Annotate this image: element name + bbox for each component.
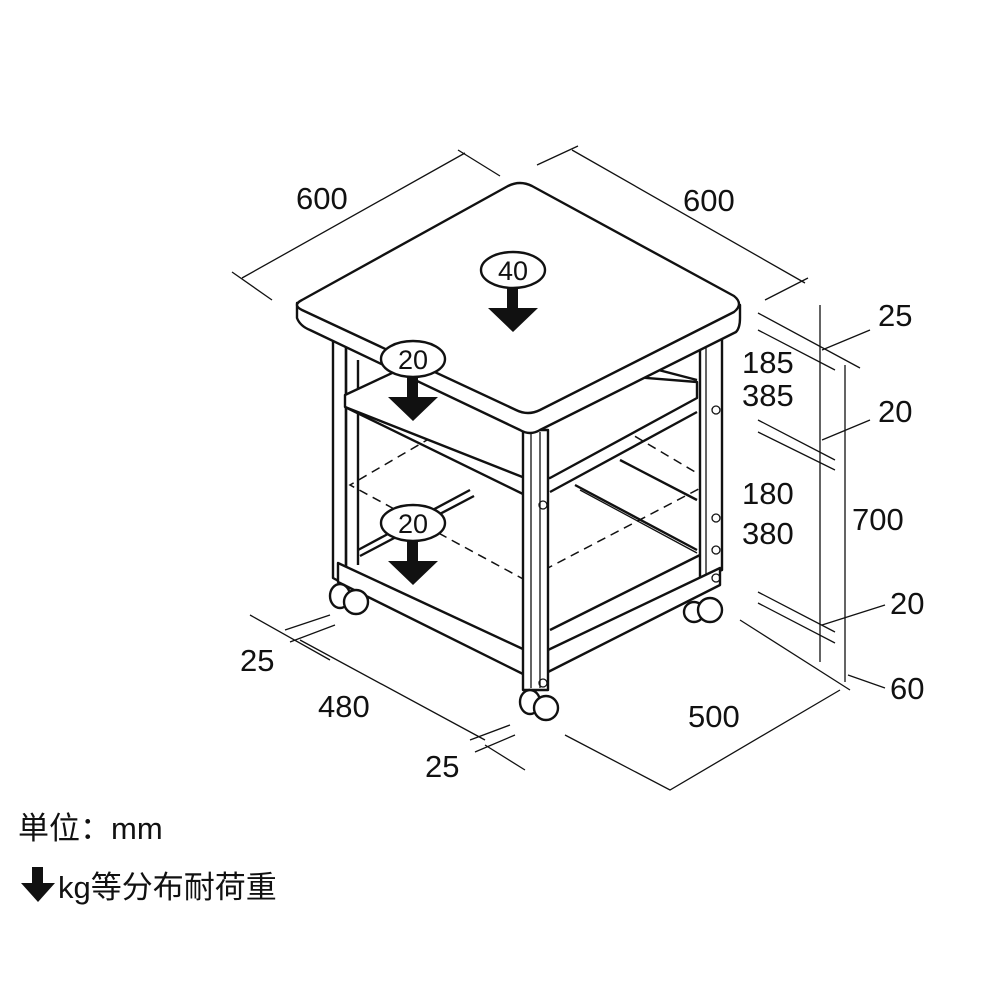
svg-text:40: 40 [498, 256, 528, 286]
unit-note: 単位：mm [18, 811, 163, 846]
dim-top-width: 600 [296, 181, 348, 216]
dim-left-offset: 25 [240, 643, 274, 678]
dimension-labels: 600 600 25 185 385 20 180 380 700 20 60 … [240, 181, 924, 784]
dim-middle-shelf: 20 [878, 394, 912, 429]
dim-upper-gap-b: 385 [742, 378, 794, 413]
down-arrow-icon [21, 866, 55, 902]
dim-right-offset: 25 [425, 749, 459, 784]
load-note: kg等分布耐荷重 [18, 862, 277, 907]
dim-total-height: 700 [852, 502, 904, 537]
dim-bottom-shelf: 20 [890, 586, 924, 621]
dim-top-thickness: 25 [878, 298, 912, 333]
svg-text:20: 20 [398, 345, 428, 375]
svg-text:20: 20 [398, 509, 428, 539]
dim-inner-width: 480 [318, 689, 370, 724]
dimension-lines [231, 145, 886, 791]
dim-base-depth: 500 [688, 699, 740, 734]
caster-left [328, 582, 370, 616]
caster-front [518, 688, 560, 722]
load-marker-bottom: 20 [379, 503, 447, 585]
dim-lower-gap-a: 180 [742, 476, 794, 511]
dim-upper-gap-a: 185 [742, 345, 794, 380]
dim-lower-gap-b: 380 [742, 516, 794, 551]
dim-top-depth: 600 [683, 183, 735, 218]
casters [328, 582, 724, 722]
load-marker-top: 40 [479, 250, 547, 332]
dim-caster-height: 60 [890, 671, 924, 706]
caster-right [682, 596, 724, 624]
load-marker-middle: 20 [379, 339, 447, 421]
load-note-text: kg等分布耐荷重 [58, 870, 277, 905]
